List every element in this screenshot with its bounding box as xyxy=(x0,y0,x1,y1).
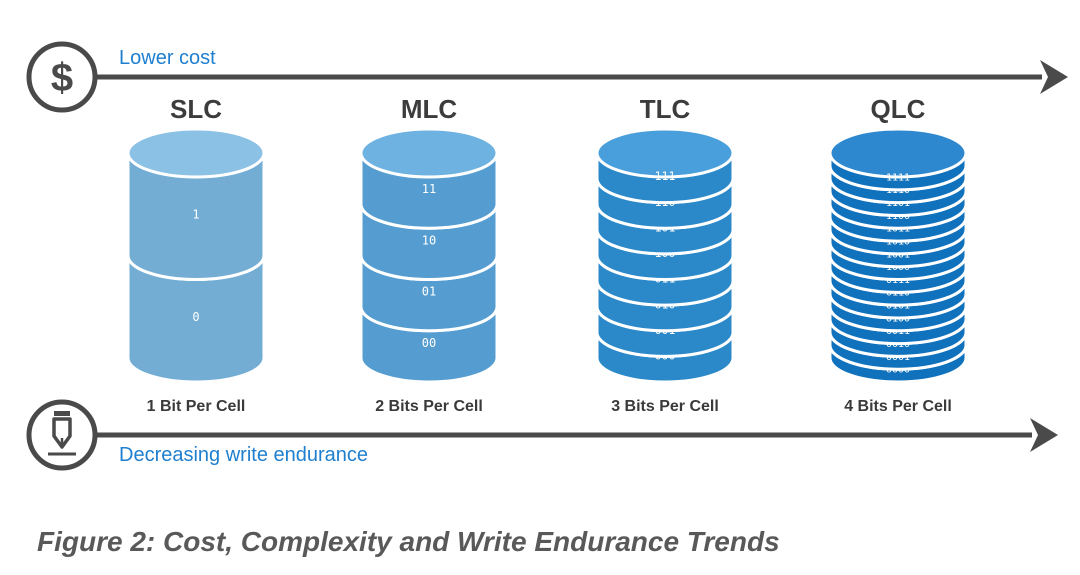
bits-per-cell-caption: 2 Bits Per Cell xyxy=(375,398,483,415)
svg-text:$: $ xyxy=(51,56,73,100)
bits-per-cell-caption: 1 Bit Per Cell xyxy=(147,398,246,415)
cell-type-title: TLC xyxy=(640,94,691,124)
pencil-icon xyxy=(26,399,98,471)
bit-pattern-label: 10 xyxy=(422,233,436,247)
endurance-axis-arrowhead xyxy=(1030,418,1058,452)
endurance-axis-label: Decreasing write endurance xyxy=(119,444,368,466)
bit-pattern-label: 1 xyxy=(192,208,199,222)
dollar-icon: $ xyxy=(26,41,98,113)
cell-level-segment: 11 xyxy=(359,127,499,230)
cell-level-segment: 111 xyxy=(595,127,735,205)
bit-pattern-label: 00 xyxy=(422,336,436,350)
cost-axis: $ Lower cost xyxy=(26,41,1068,113)
cell-type-title: MLC xyxy=(401,94,458,124)
bit-pattern-label: 1111 xyxy=(886,172,910,183)
bits-per-cell-caption: 3 Bits Per Cell xyxy=(611,398,719,415)
cell-type-title: SLC xyxy=(170,94,222,124)
cell-type-title: QLC xyxy=(871,94,926,124)
bits-per-cell-caption: 4 Bits Per Cell xyxy=(844,398,952,415)
endurance-axis: Decreasing write endurance xyxy=(26,399,1058,471)
cost-axis-arrowhead xyxy=(1040,60,1068,94)
cell-stack-slc: SLC 0 1 1 Bit Per Cell xyxy=(126,94,266,415)
bit-pattern-label: 0 xyxy=(192,310,199,324)
bit-pattern-label: 11 xyxy=(422,182,436,196)
cell-stack-mlc: MLC 00 01 10 11 2 Bits Per Cell xyxy=(359,94,499,415)
figure-caption: Figure 2: Cost, Complexity and Write End… xyxy=(37,526,780,557)
cell-level-segment: 1111 xyxy=(828,127,968,192)
bit-pattern-label: 01 xyxy=(422,285,436,299)
bit-pattern-label: 111 xyxy=(655,169,676,183)
nand-cell-diagram: $ Lower cost Decreasing write endurance … xyxy=(26,41,1068,471)
cost-axis-label: Lower cost xyxy=(119,47,216,69)
cell-stack-qlc: QLC0000000100100011010001010110011110001… xyxy=(828,94,968,415)
cell-level-segment: 1 xyxy=(126,127,266,281)
cell-stack-tlc: TLC0000010100111001011101113 Bits Per Ce… xyxy=(595,94,735,415)
